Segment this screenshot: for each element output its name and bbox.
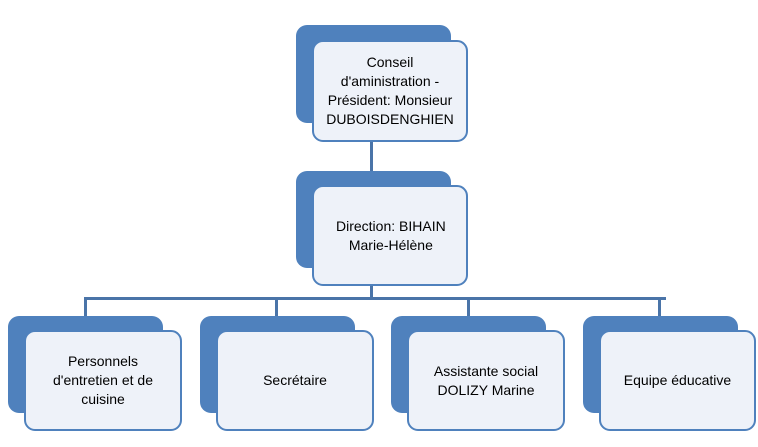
node-equipe-label: Equipe éducative	[623, 372, 732, 388]
node-assistante-label: Assistante social DOLIZY Marine	[433, 362, 539, 398]
node-equipe-box: Equipe éducative	[599, 330, 756, 431]
connector-assistante	[467, 297, 470, 317]
node-secretaire-label: Secrétaire	[263, 372, 327, 388]
node-conseil-box: Conseil d'aministration - Président: Mon…	[312, 40, 468, 142]
node-conseil-label: Conseil d'aministration - Président: Mon…	[326, 54, 454, 127]
node-assistante-box: Assistante social DOLIZY Marine	[407, 330, 565, 431]
node-direction-label: Direction: BIHAIN Marie-Hélène	[336, 217, 446, 253]
node-direction-box: Direction: BIHAIN Marie-Hélène	[312, 185, 468, 286]
connector-conseil-direction	[370, 141, 373, 171]
connector-personnels	[84, 297, 87, 317]
connector-horizontal-bus	[84, 297, 666, 300]
connector-equipe	[658, 297, 661, 317]
node-personnels-box: Personnels d'entretien et de cuisine	[24, 330, 182, 431]
connector-direction-down	[370, 284, 373, 298]
node-personnels-label: Personnels d'entretien et de cuisine	[53, 353, 153, 407]
connector-secretaire	[275, 297, 278, 317]
node-secretaire-box: Secrétaire	[216, 330, 374, 431]
